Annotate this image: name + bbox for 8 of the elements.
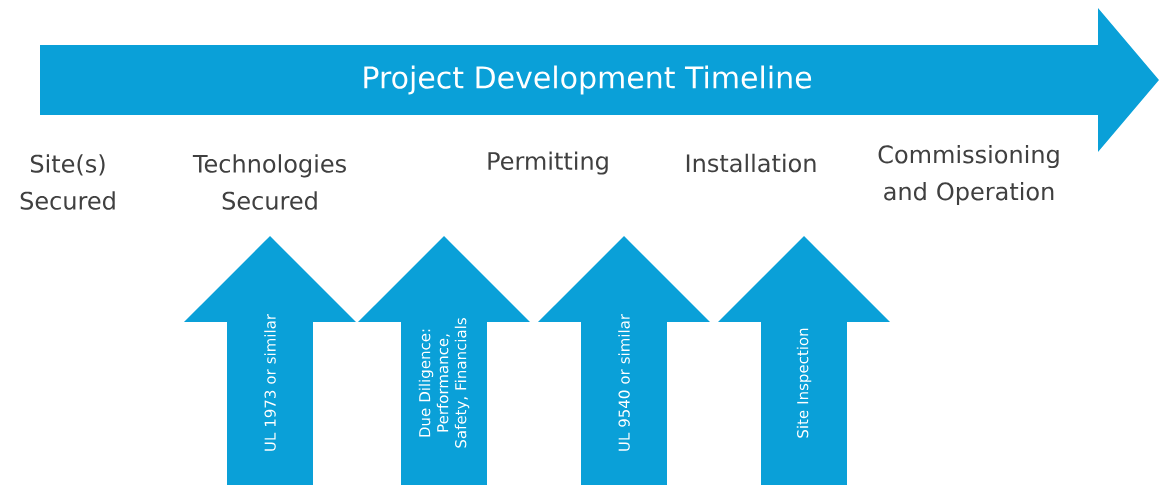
stage-label: Technologies Secured: [192, 154, 346, 210]
stage-label: Installation: [686, 153, 816, 173]
arrow-callout: UL 9540 or similar: [538, 236, 710, 485]
arrow-callout: Site Inspection: [718, 236, 890, 485]
arrow-callout: Due Diligence: Performance, Safety, Financials: [358, 236, 530, 485]
arrow-callout: UL 1973 or similar: [184, 236, 356, 485]
stage-label: Permitting: [488, 151, 608, 175]
stage-label: Site(s) Secured: [20, 154, 115, 210]
